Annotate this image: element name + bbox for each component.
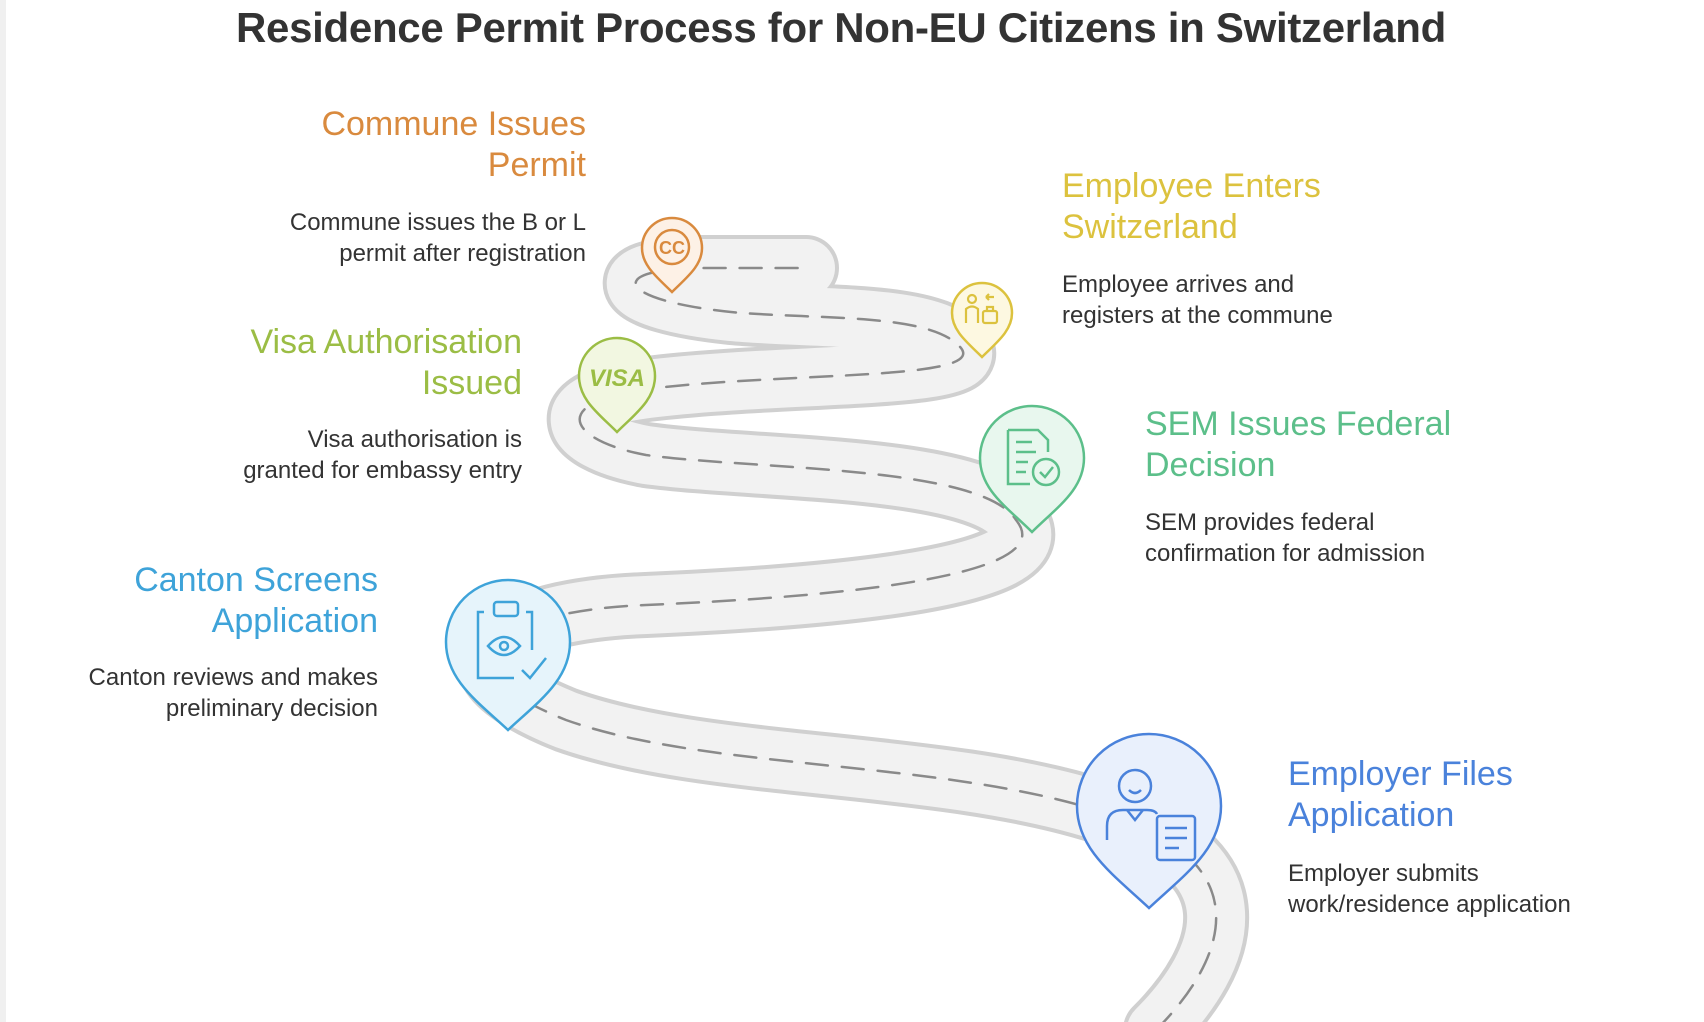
step-desc-employer: Employer submits work/residence applicat…	[1288, 858, 1688, 920]
step-desc-commune: Commune issues the B or L permit after r…	[186, 207, 586, 269]
visa-icon: VISA	[589, 365, 645, 392]
step-desc-line: work/residence application	[1288, 891, 1571, 918]
clipboard-eye-icon	[476, 600, 547, 680]
step-title-line: Canton Screens	[134, 561, 378, 599]
step-title-line: Switzerland	[1062, 208, 1238, 246]
step-desc-line: Commune issues the B or L	[289, 209, 586, 236]
step-title-line: Employee Enters	[1062, 167, 1321, 205]
step-title-line: Application	[1288, 796, 1455, 834]
step-desc-visa: Visa authorisation is granted for embass…	[122, 424, 522, 486]
pin-canton-screens	[444, 578, 572, 732]
step-desc-line: permit after registration	[339, 240, 586, 267]
step-title-employer: Employer Files Application	[1288, 754, 1648, 836]
step-desc-line: confirmation for admission	[1145, 540, 1426, 567]
step-title-line: Commune Issues	[321, 105, 586, 143]
step-title-visa: Visa Authorisation Issued	[166, 322, 522, 404]
traveler-luggage-icon	[964, 293, 999, 325]
step-title-line: Decision	[1145, 446, 1276, 484]
document-check-icon	[1006, 428, 1061, 487]
cc-icon: CC	[653, 228, 691, 266]
step-desc-employee-enters: Employee arrives and registers at the co…	[1062, 269, 1462, 331]
step-title-line: SEM Issues Federal	[1145, 405, 1452, 443]
step-title-line: Visa Authorisation	[250, 323, 522, 361]
step-desc-line: registers at the commune	[1062, 302, 1333, 329]
step-desc-line: Employer submits	[1288, 860, 1479, 887]
step-title-canton: Canton Screens Application	[76, 560, 378, 642]
diagram-title: Residence Permit Process for Non-EU Citi…	[236, 4, 1446, 51]
step-title-line: Issued	[421, 364, 522, 402]
step-title-line: Application	[211, 602, 378, 640]
pin-visa-authorisation: VISA	[577, 336, 657, 434]
step-title-line: Permit	[487, 146, 586, 184]
pin-commune-issues-permit: CC	[640, 216, 704, 294]
step-desc-canton: Canton reviews and makes preliminary dec…	[28, 662, 378, 724]
step-desc-sem: SEM provides federal confirmation for ad…	[1145, 507, 1545, 569]
pin-sem-decision	[978, 404, 1086, 534]
step-title-line: Employer Files	[1288, 755, 1513, 793]
step-title-sem: SEM Issues Federal Decision	[1145, 404, 1545, 486]
pin-employee-enters	[950, 281, 1014, 359]
step-desc-line: SEM provides federal	[1145, 509, 1375, 536]
step-desc-line: granted for embassy entry	[243, 457, 522, 484]
road-center-line	[487, 266, 1218, 1022]
step-desc-line: Visa authorisation is	[307, 426, 522, 453]
step-desc-line: Employee arrives and	[1062, 271, 1295, 298]
step-desc-line: preliminary decision	[165, 695, 378, 722]
pin-employer-files	[1075, 732, 1223, 910]
winding-road: CC VISA	[444, 216, 1249, 1022]
person-document-icon	[1105, 768, 1197, 862]
svg-text:CC: CC	[659, 238, 685, 258]
diagram-canvas: CC VISA	[6, 0, 1704, 1022]
step-title-employee-enters: Employee Enters Switzerland	[1062, 166, 1422, 248]
step-title-commune: Commune Issues Permit	[226, 104, 586, 186]
step-desc-line: Canton reviews and makes	[88, 664, 378, 691]
